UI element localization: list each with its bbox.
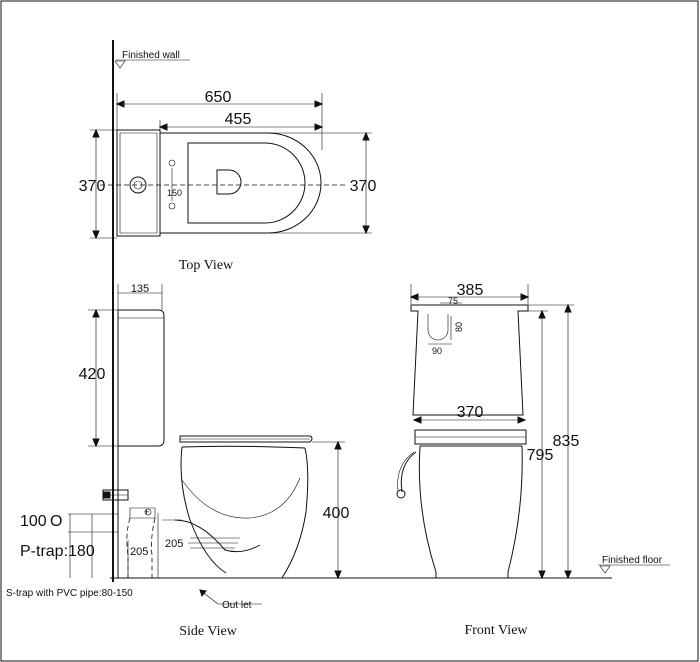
front-view-title: Front View bbox=[464, 623, 528, 638]
dim-455: 455 bbox=[225, 111, 252, 128]
dim-650: 650 bbox=[205, 89, 232, 106]
top-view-group: 650 455 150 370 3 bbox=[79, 89, 377, 273]
front-inlet-cutout bbox=[427, 314, 449, 341]
finished-wall-group: Finished wall bbox=[112, 40, 190, 582]
front-view-group: 385 75 80 90 370 835 795 bbox=[396, 282, 580, 638]
side-bowl-interior bbox=[181, 477, 301, 519]
front-seat-band bbox=[414, 429, 527, 445]
s-trap-pipe bbox=[126, 517, 156, 578]
p-trap-height-label: 100 bbox=[20, 513, 47, 530]
dim-205-a: 205 bbox=[130, 546, 148, 558]
side-trapway bbox=[174, 519, 261, 553]
p-trap-height-suffix-icon: O bbox=[50, 513, 62, 530]
dim-400: 400 bbox=[323, 505, 350, 522]
front-pedestal bbox=[418, 445, 523, 578]
dim-75: 75 bbox=[448, 296, 458, 306]
dim-135: 135 bbox=[131, 283, 149, 295]
s-trap-label: S-trap with PVC pipe:80-150 bbox=[6, 588, 133, 599]
front-hose bbox=[400, 451, 417, 493]
side-cistern bbox=[117, 309, 165, 447]
finished-wall-label: Finished wall bbox=[122, 50, 180, 61]
outlet-label: Out let bbox=[222, 600, 252, 611]
svg-text:+: + bbox=[144, 507, 149, 517]
dim-90: 90 bbox=[432, 346, 442, 356]
finished-wall-marker-icon bbox=[114, 60, 126, 69]
dim-420: 420 bbox=[79, 366, 106, 383]
dim-205-b: 205 bbox=[165, 538, 183, 550]
top-bowl-outline bbox=[160, 132, 322, 234]
front-cistern bbox=[410, 304, 529, 416]
dim-370-front: 370 bbox=[457, 404, 484, 421]
dim-370-left: 370 bbox=[79, 178, 106, 195]
p-trap-label: P-trap:180 bbox=[20, 543, 95, 560]
top-drain-icon bbox=[216, 169, 242, 195]
dim-370-right: 370 bbox=[350, 178, 377, 195]
mounting-hole-icon bbox=[168, 159, 176, 167]
finished-floor-marker-icon bbox=[599, 565, 611, 574]
top-cistern-outline bbox=[116, 129, 161, 237]
top-bowl-rim bbox=[187, 142, 306, 224]
side-seat bbox=[179, 435, 313, 443]
finished-floor-group: Finished floor bbox=[110, 555, 670, 579]
mounting-hole-icon bbox=[168, 202, 176, 210]
dim-80: 80 bbox=[454, 322, 464, 332]
side-bowl-body bbox=[117, 446, 309, 579]
dim-795: 795 bbox=[527, 447, 554, 464]
flush-button-icon bbox=[129, 176, 147, 194]
dim-835: 835 bbox=[553, 433, 580, 450]
finished-floor-label: Finished floor bbox=[602, 555, 663, 566]
side-water-inlet-icon bbox=[102, 489, 129, 501]
dim-385: 385 bbox=[457, 282, 484, 299]
side-view-title: Side View bbox=[179, 624, 238, 639]
front-hose-valve-icon bbox=[396, 489, 406, 499]
water-level bbox=[188, 537, 240, 549]
side-outlet-pipe bbox=[129, 507, 156, 519]
side-view-group: 135 420 + 205 205 bbox=[6, 283, 349, 639]
dim-150: 150 bbox=[167, 188, 182, 198]
top-view-title: Top View bbox=[179, 258, 234, 273]
